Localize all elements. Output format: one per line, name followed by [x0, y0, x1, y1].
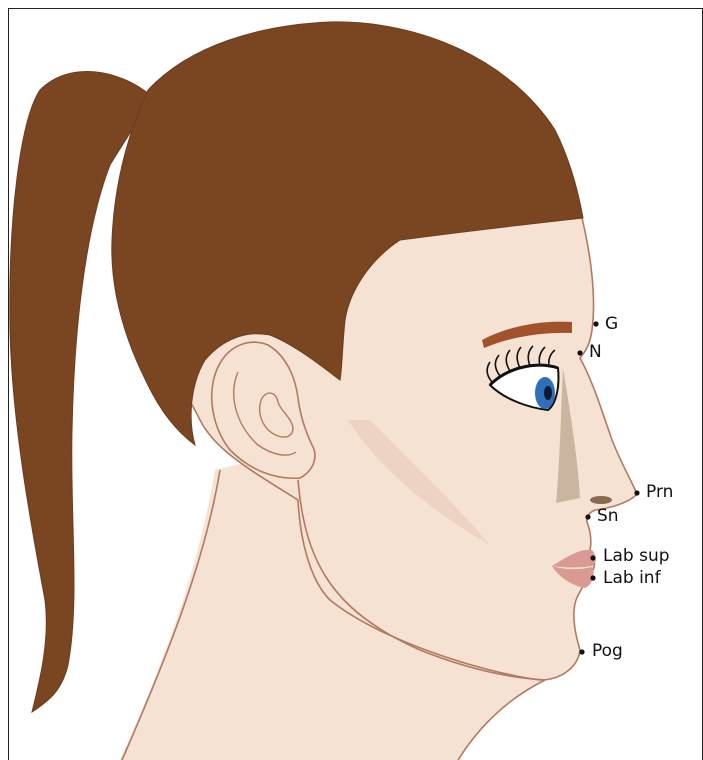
landmark-dot-pog: [579, 649, 584, 654]
landmark-label-lab-inf: Lab inf: [603, 568, 662, 588]
landmark-dot-prn: [634, 490, 639, 495]
landmark-label-sn: Sn: [597, 506, 619, 526]
landmark-label-prn: Prn: [646, 482, 673, 502]
landmark-label-g: G: [605, 314, 618, 334]
landmark-label-lab-sup: Lab sup: [603, 546, 670, 566]
landmark-dot-n: [577, 350, 582, 355]
landmark-dot-lab-sup: [590, 555, 595, 560]
landmark-dot-g: [593, 321, 598, 326]
landmark-label-n: N: [589, 342, 602, 362]
landmark-label-pog: Pog: [592, 641, 623, 661]
pupil: [544, 386, 552, 400]
landmark-dot-sn: [585, 514, 590, 519]
nostril: [590, 496, 612, 504]
landmark-dot-lab-inf: [590, 575, 595, 580]
